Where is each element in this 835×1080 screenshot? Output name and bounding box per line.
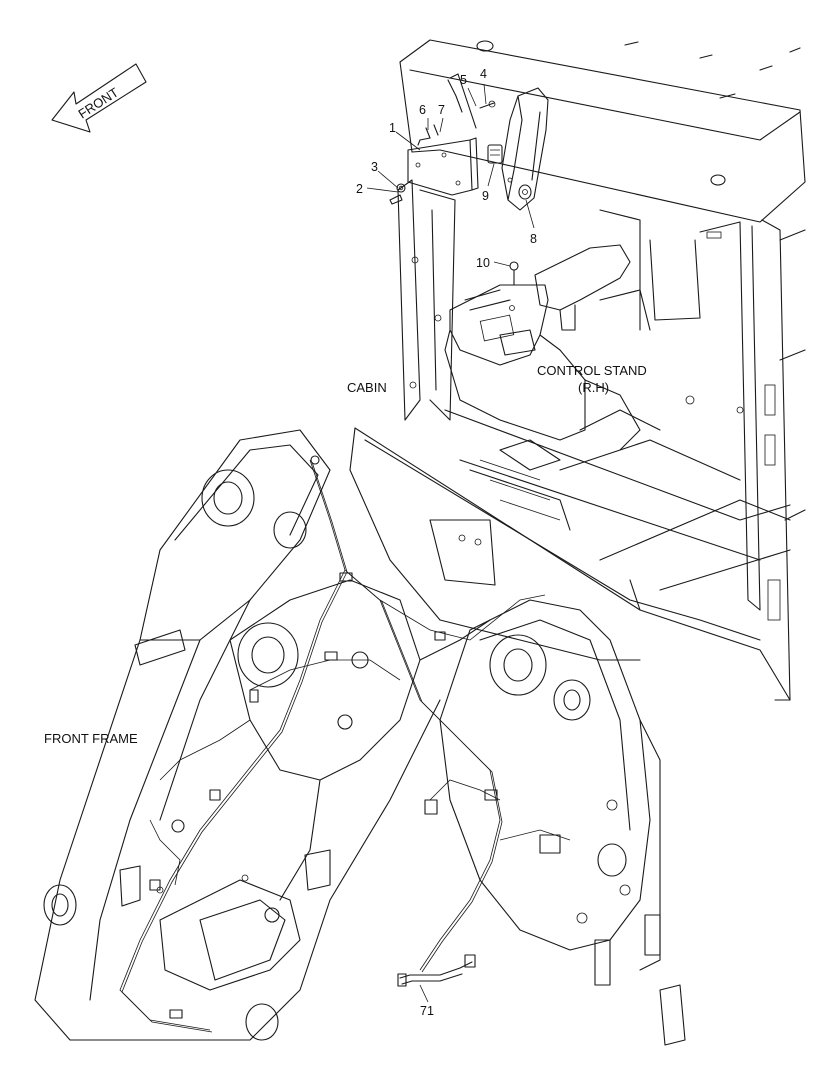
bracket-assembly [389,73,503,205]
part-number-callouts: 1 2 3 4 5 6 7 8 9 10 71 [356,67,537,1018]
front-frame-label: FRONT FRAME [44,731,138,746]
part-number-9: 9 [482,189,489,203]
part-number-6: 6 [419,103,426,117]
part-number-10: 10 [476,256,490,270]
control-stand-console [444,244,651,451]
part-number-5: 5 [460,73,467,87]
part-number-1: 1 [389,121,396,135]
part-number-3: 3 [371,160,378,174]
wire-harness [119,455,571,1033]
diagram-labels: CABIN CONTROL STAND (R.H) FRONT FRAME [44,363,647,746]
control-stand-side-label: (R.H) [578,380,609,395]
monitor-housing [501,87,549,211]
cabin-floor [349,395,791,701]
front-arrow-label: FRONT [75,85,121,122]
cabin-label: CABIN [347,380,387,395]
part-number-8: 8 [530,232,537,246]
part-number-2: 2 [356,182,363,196]
grommet-part [509,261,519,286]
front-direction-arrow: FRONT [51,63,147,133]
front-frame-structure [34,429,686,1046]
part-number-7: 7 [438,103,445,117]
cabin-structure [397,39,806,701]
control-stand-label: CONTROL STAND [537,363,647,378]
part-number-4: 4 [480,67,487,81]
part-number-71: 71 [420,1004,434,1018]
leader-lines [366,83,535,1003]
harness-part-71 [397,961,473,987]
